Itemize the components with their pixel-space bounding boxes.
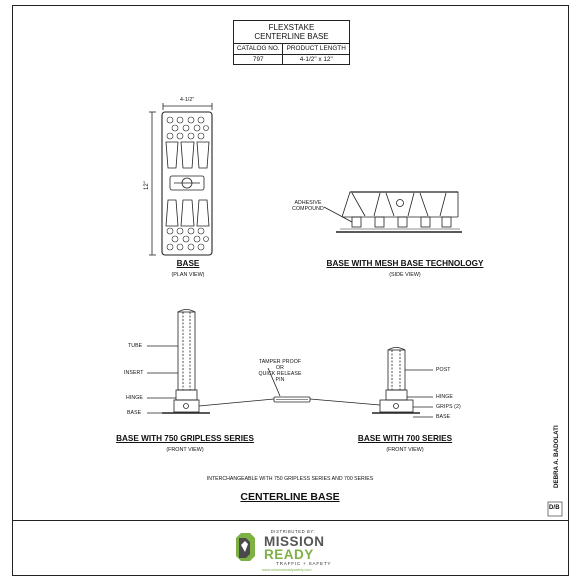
adhesive-label: ADHESIVE COMPOUND	[292, 200, 324, 212]
plan-view-base	[149, 103, 213, 256]
front-view-700	[372, 347, 433, 418]
sub-700: (FRONT VIEW)	[386, 447, 424, 453]
brand-url[interactable]: www.missionreadysafety.com	[262, 568, 312, 572]
side-view-base	[323, 191, 462, 233]
pin-label: TAMPER PROOF OR QUICK RELEASE PIN	[255, 359, 305, 383]
footer-divider	[12, 520, 569, 521]
pin-line3: QUICK RELEASE	[258, 371, 302, 377]
plan-sub: (PLAN VIEW)	[171, 272, 205, 278]
drawing-sheet	[12, 5, 569, 576]
side-sub: (SIDE VIEW)	[389, 272, 421, 278]
sub-750: (FRONT VIEW)	[166, 447, 204, 453]
label-hinge-750: HINGE	[126, 395, 143, 401]
brand-tagline: TRAFFIC + SAFETY	[276, 561, 332, 566]
label-tube: TUBE	[128, 343, 143, 349]
title-line1: FLEXSTAKE	[268, 23, 315, 32]
pin-line4: PIN	[275, 377, 285, 383]
title-block-title: FLEXSTAKE CENTERLINE BASE	[233, 20, 350, 44]
front-view-750	[147, 309, 210, 414]
monogram: D/B	[549, 505, 560, 511]
plan-caption: BASE	[176, 259, 200, 268]
mission-ready-logo-icon	[236, 533, 255, 561]
title-line2: CENTERLINE BASE	[254, 32, 329, 41]
label-insert: INSERT	[124, 370, 144, 376]
caption-700: BASE WITH 700 SERIES	[357, 434, 453, 443]
label-grips: GRIPS (2)	[436, 404, 461, 410]
distributed-by: DISTRIBUTED BY:	[270, 529, 316, 534]
pin-line2: OR	[276, 365, 284, 371]
catalog-value: 797	[232, 53, 284, 66]
designer-name: DEBRA A. BADOLATI	[553, 425, 560, 488]
title-block: FLEXSTAKE CENTERLINE BASE CATALOG NO. PR…	[232, 20, 350, 66]
label-hinge-700: HINGE	[436, 394, 453, 400]
pin-detail	[198, 367, 381, 407]
brand-mission: MISSION	[264, 534, 325, 549]
brand-ready: READY	[264, 547, 314, 562]
label-post: POST	[436, 367, 451, 373]
pin-line1: TAMPER PROOF	[258, 359, 302, 365]
plan-width-dim: 4-1/2"	[180, 97, 195, 103]
main-title: CENTERLINE BASE	[240, 491, 340, 503]
label-base-700: BASE	[436, 414, 451, 420]
length-value: 4-1/2" x 12"	[282, 53, 350, 66]
label-base-750: BASE	[127, 410, 142, 416]
side-caption: BASE WITH MESH BASE TECHNOLOGY	[326, 259, 484, 268]
interchange-note: INTERCHANGEABLE WITH 750 GRIPLESS SERIES…	[206, 476, 374, 482]
caption-750: BASE WITH 750 GRIPLESS SERIES	[116, 434, 254, 443]
plan-length-dim: 12"	[144, 181, 150, 190]
